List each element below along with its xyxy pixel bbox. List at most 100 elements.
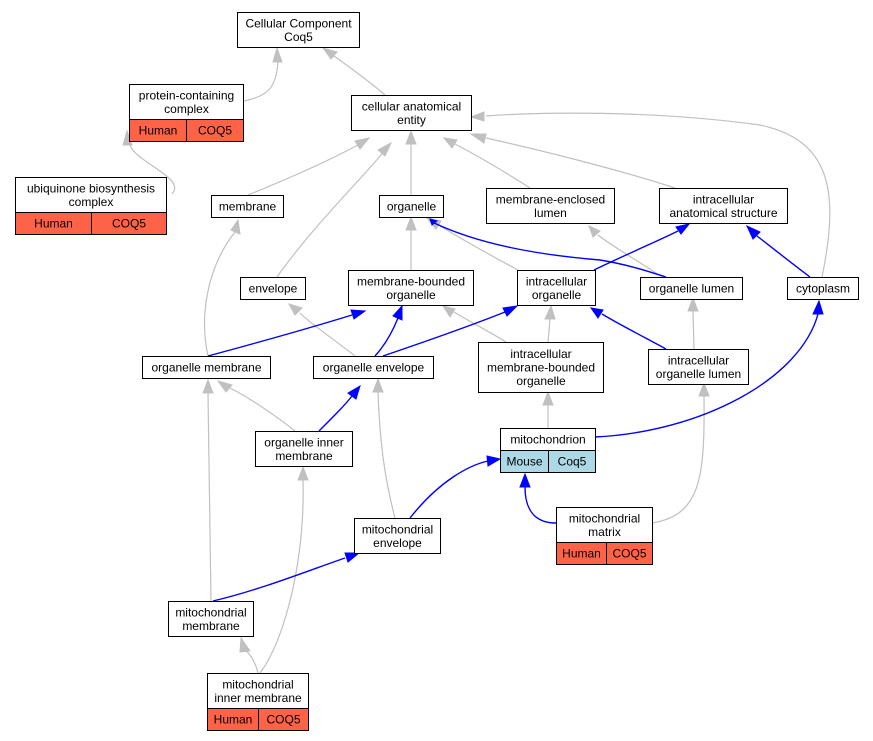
node-box bbox=[517, 270, 596, 306]
arrowhead-icon bbox=[202, 378, 214, 394]
arrowhead-icon bbox=[589, 307, 604, 319]
edge-line bbox=[485, 112, 831, 278]
arrowhead-icon bbox=[377, 141, 393, 157]
graph-edge bbox=[651, 381, 710, 524]
graph-edge bbox=[594, 299, 824, 438]
graph-edge bbox=[259, 465, 309, 674]
arrowhead-icon bbox=[321, 47, 338, 60]
node-label: ubiquinone biosynthesis bbox=[27, 181, 155, 195]
arrowhead-icon bbox=[297, 465, 309, 481]
arrowhead-icon bbox=[687, 296, 699, 312]
node-label: envelope bbox=[373, 536, 422, 550]
graph-edge bbox=[687, 296, 699, 350]
edge-line bbox=[524, 486, 557, 524]
graph-edge bbox=[247, 137, 371, 196]
edge-line bbox=[276, 153, 383, 278]
graph-edge bbox=[519, 472, 557, 524]
edge-line bbox=[594, 313, 819, 438]
arrowhead-icon bbox=[287, 303, 303, 316]
node-box bbox=[478, 342, 604, 393]
arrowhead-icon bbox=[405, 215, 417, 231]
edge-line bbox=[453, 311, 507, 343]
node-box bbox=[237, 12, 360, 48]
graph-edge bbox=[442, 137, 531, 189]
node-label: membrane bbox=[219, 200, 277, 214]
node-label: matrix bbox=[588, 525, 621, 539]
node-organelle-envelope[interactable]: organelle envelope bbox=[313, 356, 434, 379]
node-label: organelle bbox=[387, 200, 437, 214]
arrowhead-icon bbox=[392, 304, 403, 321]
arrowhead-icon bbox=[542, 390, 554, 406]
node-box bbox=[354, 518, 441, 554]
graph-edge bbox=[382, 305, 519, 357]
gene-label: COQ5 bbox=[266, 713, 300, 727]
arrowhead-icon bbox=[675, 223, 691, 235]
arrowhead-icon bbox=[347, 384, 361, 400]
node-envelope[interactable]: envelope bbox=[240, 277, 306, 300]
node-box bbox=[640, 277, 743, 300]
arrowhead-icon bbox=[544, 304, 556, 320]
arrowhead-icon bbox=[698, 381, 710, 397]
graph-edge bbox=[239, 636, 259, 674]
node-label: intracellular bbox=[510, 347, 571, 361]
edge-line bbox=[244, 649, 259, 674]
graph-edge bbox=[593, 223, 691, 271]
node-box bbox=[351, 95, 472, 131]
edge-line bbox=[692, 310, 695, 350]
node-organelle-membrane[interactable]: organelle membrane bbox=[142, 356, 271, 379]
graph-edge bbox=[374, 304, 403, 357]
node-box bbox=[168, 601, 254, 637]
node-box bbox=[207, 673, 309, 709]
arrowhead-icon bbox=[272, 46, 283, 63]
node-label: entity bbox=[397, 113, 426, 127]
node-label: anatomical structure bbox=[669, 206, 777, 220]
arrowhead-icon bbox=[239, 636, 251, 653]
graph-edge bbox=[287, 303, 356, 357]
graph-edge bbox=[318, 384, 361, 432]
node-organelle-lumen[interactable]: organelle lumen bbox=[640, 277, 743, 300]
node-label: membrane bbox=[275, 449, 333, 463]
graph-edge bbox=[745, 224, 811, 278]
graph-edges bbox=[122, 46, 831, 674]
graph-edge bbox=[276, 141, 393, 278]
edge-line bbox=[382, 311, 506, 357]
node-box bbox=[313, 356, 434, 379]
arrowhead-icon bbox=[745, 224, 761, 240]
graph-edge bbox=[243, 46, 283, 102]
arrowhead-icon bbox=[588, 225, 601, 238]
node-label: organelle membrane bbox=[151, 361, 261, 375]
node-organelle[interactable]: organelle bbox=[379, 195, 444, 218]
gene-label: COQ5 bbox=[612, 547, 646, 561]
arrowhead-icon bbox=[442, 137, 458, 149]
node-membrane[interactable]: membrane bbox=[211, 195, 284, 218]
arrowhead-icon bbox=[469, 133, 487, 144]
edge-line bbox=[129, 144, 176, 195]
node-label: organelle envelope bbox=[323, 361, 425, 375]
node-label: complex bbox=[69, 195, 114, 209]
node-cytoplasm[interactable]: cytoplasm bbox=[787, 277, 859, 300]
edge-line bbox=[547, 318, 551, 343]
node-label: mitochondrial bbox=[569, 511, 640, 525]
node-label: membrane-bounded bbox=[357, 274, 465, 288]
